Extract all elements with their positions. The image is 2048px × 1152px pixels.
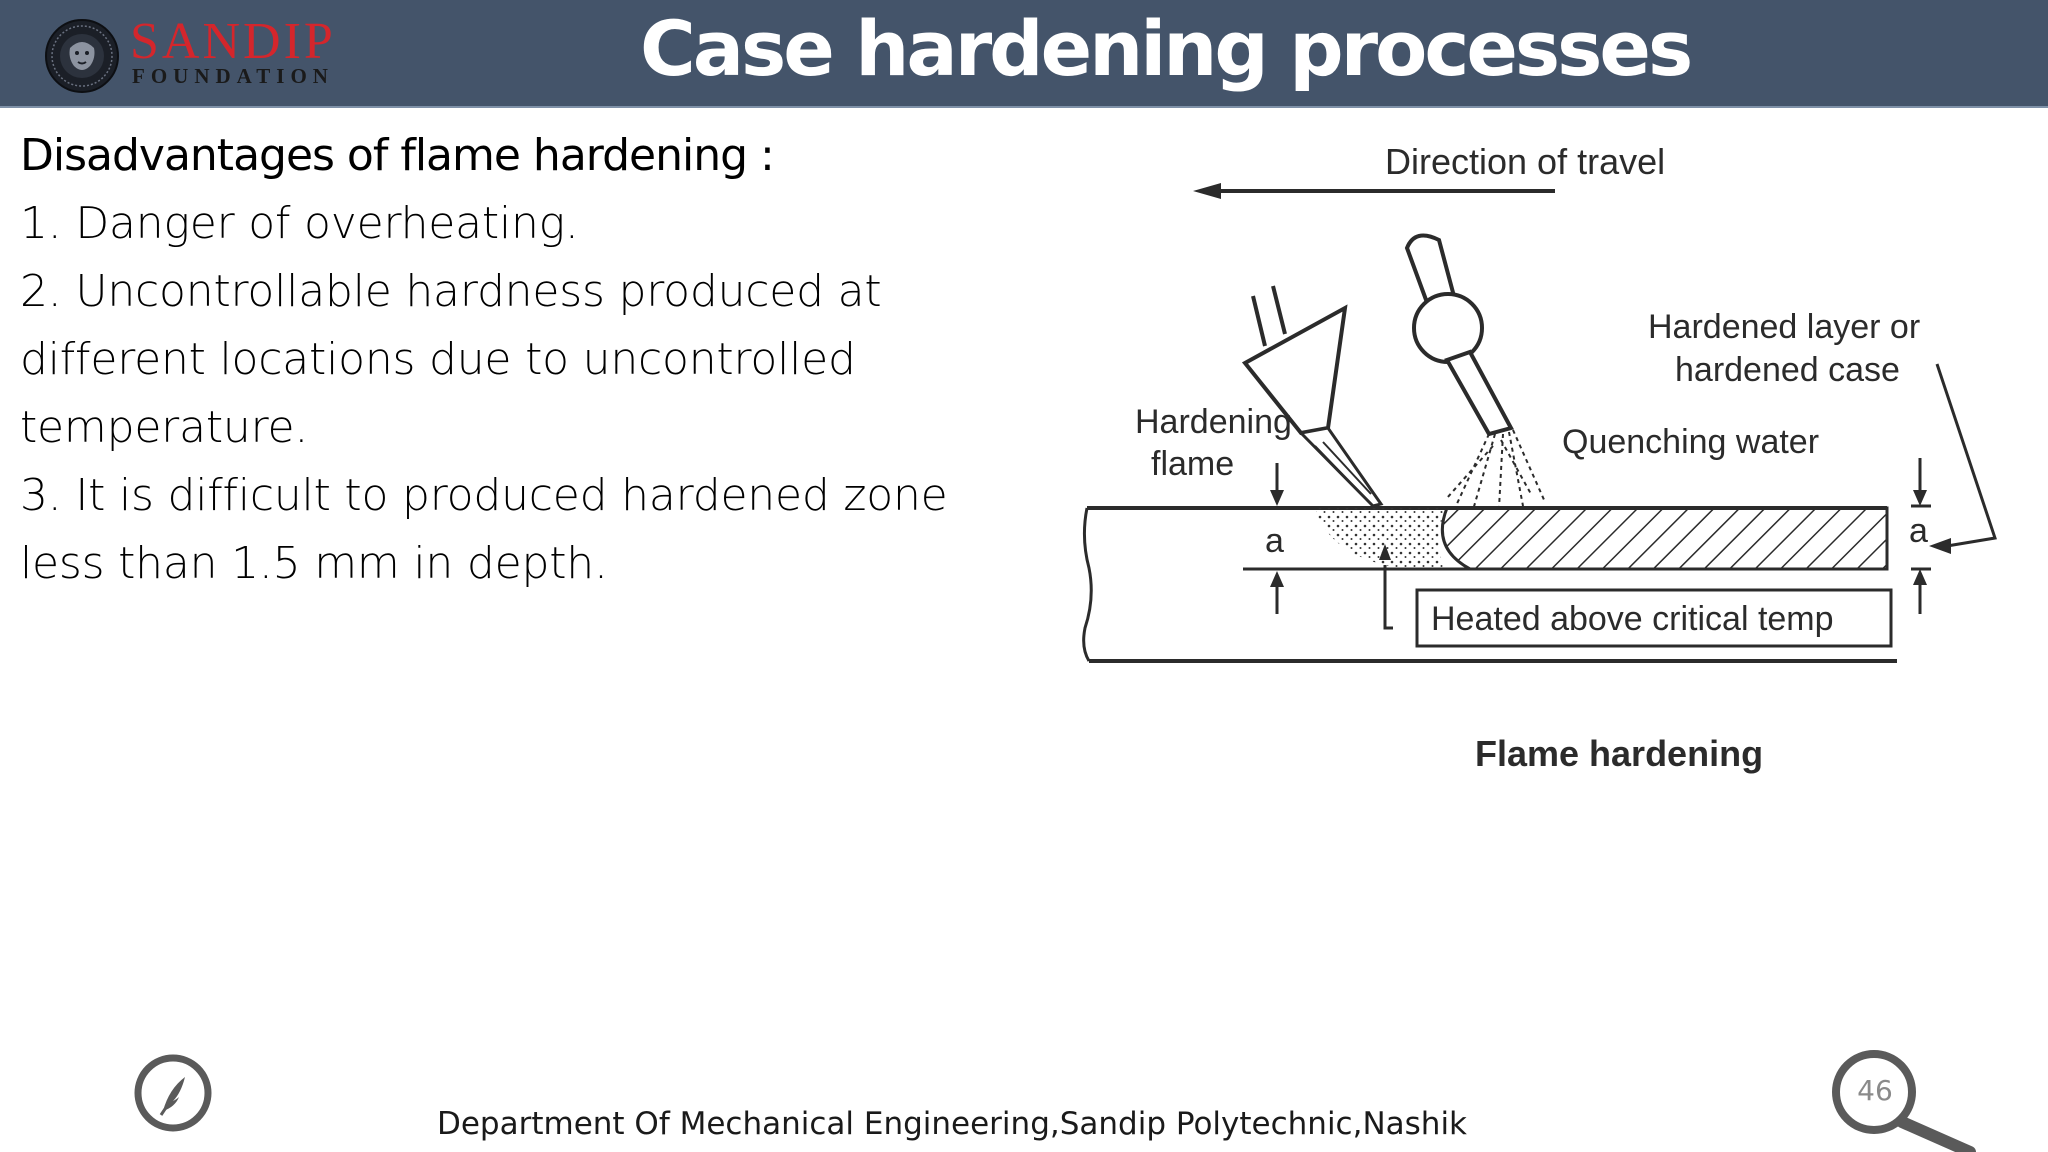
case-pointer-arrowhead-icon	[1929, 538, 1951, 554]
slide-title: Case hardening processes	[640, 4, 1693, 93]
magnifier-icon	[1832, 1050, 1976, 1152]
hardened-label-1: Hardened layer or	[1648, 308, 1920, 346]
heated-label: Heated above critical temp	[1431, 600, 1834, 638]
hardened-case-zone	[1440, 506, 1889, 571]
feather-icon	[134, 1054, 212, 1132]
heated-label-box	[1415, 588, 1893, 648]
header-bar: SANDIP FOUNDATION Case hardening process…	[0, 0, 2048, 108]
list-item: 3. It is difficult to produced hardened …	[20, 470, 948, 589]
flame-label-2: flame	[1151, 445, 1234, 483]
workpiece-break-line	[1082, 507, 1093, 662]
page-number: 46	[1857, 1074, 1893, 1107]
figure-caption: Flame hardening	[1475, 733, 1763, 774]
heated-zone	[1315, 508, 1447, 569]
depth-arrow-up-icon	[1270, 571, 1284, 587]
torch-icon	[1241, 285, 1384, 508]
list-item: 2. Uncontrollable hardness produced at d…	[20, 266, 882, 453]
quench-nozzle-icon	[1404, 233, 1546, 511]
list-item: 1. Danger of overheating.	[20, 198, 579, 249]
lion-emblem-icon	[45, 19, 119, 93]
logo-subtitle: FOUNDATION	[132, 64, 334, 88]
hardened-label-2: hardened case	[1675, 351, 1900, 389]
heated-pointer-line	[1383, 565, 1393, 630]
travel-arrowhead-icon	[1193, 183, 1221, 199]
section-heading: Disadvantages of flame hardening :	[20, 130, 775, 181]
slide-body: Disadvantages of flame hardening : 1. Da…	[20, 122, 1030, 598]
case-pointer-line	[1935, 363, 1997, 548]
footer-department: Department Of Mechanical Engineering,San…	[0, 1106, 1920, 1142]
water-label: Quenching water	[1562, 423, 1819, 461]
heated-pointer-arrowhead-icon	[1379, 544, 1391, 560]
depth-label-right: a	[1909, 512, 1928, 550]
flame-label-1: Hardening	[1135, 403, 1292, 441]
depth-arrow-down-icon	[1270, 490, 1284, 506]
logo-wordmark: SANDIP	[130, 13, 336, 70]
footer-department-text: Department Of Mechanical Engineering,San…	[436, 1106, 1468, 1142]
depth-arrow-down-right-icon	[1913, 490, 1927, 506]
sandip-logo: SANDIP FOUNDATION	[44, 14, 344, 94]
direction-label: Direction of travel	[1385, 141, 1665, 182]
depth-label-left: a	[1265, 522, 1284, 560]
depth-arrow-up-right-icon	[1913, 569, 1927, 585]
flame-hardening-diagram: Direction of travel Hardening	[1075, 128, 2015, 788]
